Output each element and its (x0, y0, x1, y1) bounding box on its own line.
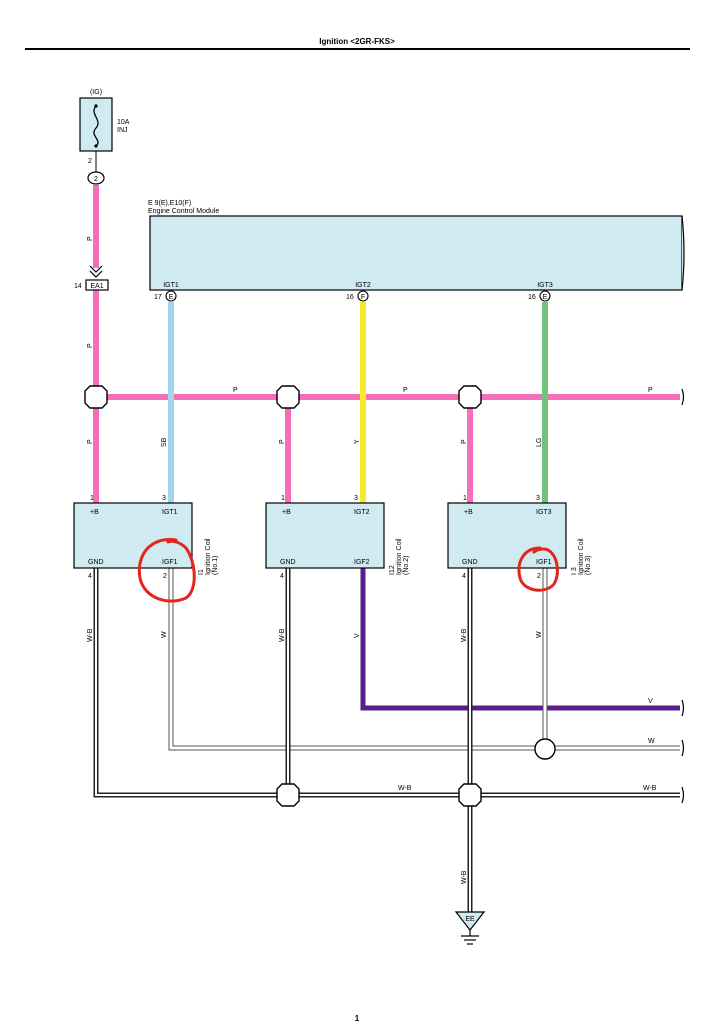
fuse-icon (93, 105, 99, 147)
fuse-connector-label: 2 (94, 176, 98, 183)
annotation-circle-igf1-coil3 (517, 546, 559, 592)
svg-text:P: P (279, 439, 286, 444)
ea1-chevron-icon (89, 265, 103, 278)
svg-text:2: 2 (163, 573, 167, 580)
svg-text:GND: GND (280, 559, 296, 566)
svg-text:GND: GND (462, 559, 478, 566)
svg-text:P: P (87, 439, 94, 444)
svg-text:4: 4 (462, 573, 466, 580)
svg-text:(No.1): (No.1) (212, 556, 219, 575)
svg-text:W-B: W-B (87, 628, 94, 642)
svg-text:3: 3 (354, 495, 358, 502)
annotation-circle-igf1-coil1 (137, 538, 196, 603)
svg-text:+B: +B (282, 509, 291, 516)
page-title: Ignition <2GR-FKS> (319, 37, 395, 46)
svg-text:W: W (161, 631, 168, 638)
ground-label: EE (465, 916, 475, 923)
svg-text:W-B: W-B (643, 785, 657, 792)
fuse-name: INJ (117, 127, 128, 134)
svg-text:LG: LG (536, 438, 543, 447)
svg-text:Y: Y (354, 439, 361, 444)
ea1-connector (85, 279, 109, 291)
ecm-pin-17: 17 (154, 294, 162, 301)
fuse-connector (87, 171, 105, 185)
svg-text:V: V (648, 698, 653, 705)
svg-text:P: P (403, 387, 408, 394)
continuation-marks (681, 388, 685, 804)
svg-text:IGF1: IGF1 (536, 559, 552, 566)
svg-text:P: P (461, 439, 468, 444)
svg-text:IGT2: IGT2 (354, 509, 370, 516)
splice-igf-junction (534, 738, 556, 760)
svg-text:I1: I1 (198, 569, 205, 575)
page-number: 1 (355, 1014, 360, 1023)
svg-text:I12: I12 (389, 565, 396, 575)
svg-text:GND: GND (88, 559, 104, 566)
ecm-terminal-igt2: IGT2 (355, 282, 371, 289)
ea1-pin: 14 (74, 283, 82, 290)
ecm-pin-16b: 16 (528, 294, 536, 301)
ecm-conn-e3: E (543, 294, 548, 301)
ecm-pin-16a: 16 (346, 294, 354, 301)
svg-text:W-B: W-B (461, 628, 468, 642)
wire-violet (360, 568, 680, 711)
svg-text:P: P (87, 343, 94, 348)
svg-text:2: 2 (537, 573, 541, 580)
svg-text:1: 1 (90, 495, 94, 502)
ecm-conn-e1: E (169, 294, 174, 301)
ea1-label: EA1 (90, 283, 103, 290)
svg-text:V: V (354, 633, 361, 638)
ignition-coil-3: 1 3 +B IGT3 GND IGF1 4 2 I 3 Ignition Co… (447, 495, 592, 580)
fuse-rating: 10A (117, 119, 130, 126)
ignition-coil-1: 1 3 +B IGT1 GND IGF1 4 2 I1 Ignition Coi… (73, 495, 219, 580)
svg-text:+B: +B (464, 509, 473, 516)
svg-text:4: 4 (88, 573, 92, 580)
fuse-supply-label: (IG) (90, 89, 102, 96)
ecm-connector-id: E 9(E),E10(F) (148, 200, 191, 207)
svg-text:+B: +B (90, 509, 99, 516)
svg-text:W-B: W-B (461, 870, 468, 884)
svg-text:3: 3 (536, 495, 540, 502)
ecm-box (149, 215, 683, 291)
ignition-coil-2: 1 3 +B IGT2 GND IGF2 4 I12 Ignition Coil… (265, 495, 410, 580)
svg-text:IGT1: IGT1 (162, 509, 178, 516)
svg-text:P: P (233, 387, 238, 394)
svg-text:(No.2): (No.2) (403, 556, 410, 575)
svg-text:I 3: I 3 (571, 567, 578, 575)
svg-text:W: W (648, 738, 655, 745)
svg-text:IGF1: IGF1 (162, 559, 178, 566)
splice-points (84, 385, 482, 807)
svg-text:W-B: W-B (398, 785, 412, 792)
svg-text:Ignition Coil: Ignition Coil (578, 538, 585, 575)
wire-white-black (93, 568, 680, 912)
svg-text:W-B: W-B (279, 628, 286, 642)
svg-text:3: 3 (162, 495, 166, 502)
svg-text:(No.3): (No.3) (585, 556, 592, 575)
svg-text:IGF2: IGF2 (354, 559, 370, 566)
svg-text:W: W (536, 631, 543, 638)
fuse-pin: 2 (88, 158, 92, 165)
svg-text:P: P (648, 387, 653, 394)
ecm-conn-f: F (361, 294, 365, 301)
wire-color-labels: P P P P P P P P SB Y LG W-B W W-B V W-B … (87, 236, 657, 884)
ecm-terminal-igt1: IGT1 (163, 282, 179, 289)
fuse-box (79, 97, 113, 152)
svg-text:4: 4 (280, 573, 284, 580)
ecm-terminal-igt3: IGT3 (537, 282, 553, 289)
svg-text:Ignition Coil: Ignition Coil (396, 538, 403, 575)
ground-icon (454, 911, 486, 945)
svg-text:1: 1 (463, 495, 467, 502)
svg-text:1: 1 (281, 495, 285, 502)
wire-white (168, 568, 680, 751)
svg-text:SB: SB (161, 437, 168, 447)
svg-text:Ignition Coil: Ignition Coil (205, 538, 212, 575)
ecm-name: Engine Control Module (148, 208, 219, 215)
svg-text:IGT3: IGT3 (536, 509, 552, 516)
svg-text:P: P (87, 236, 94, 241)
